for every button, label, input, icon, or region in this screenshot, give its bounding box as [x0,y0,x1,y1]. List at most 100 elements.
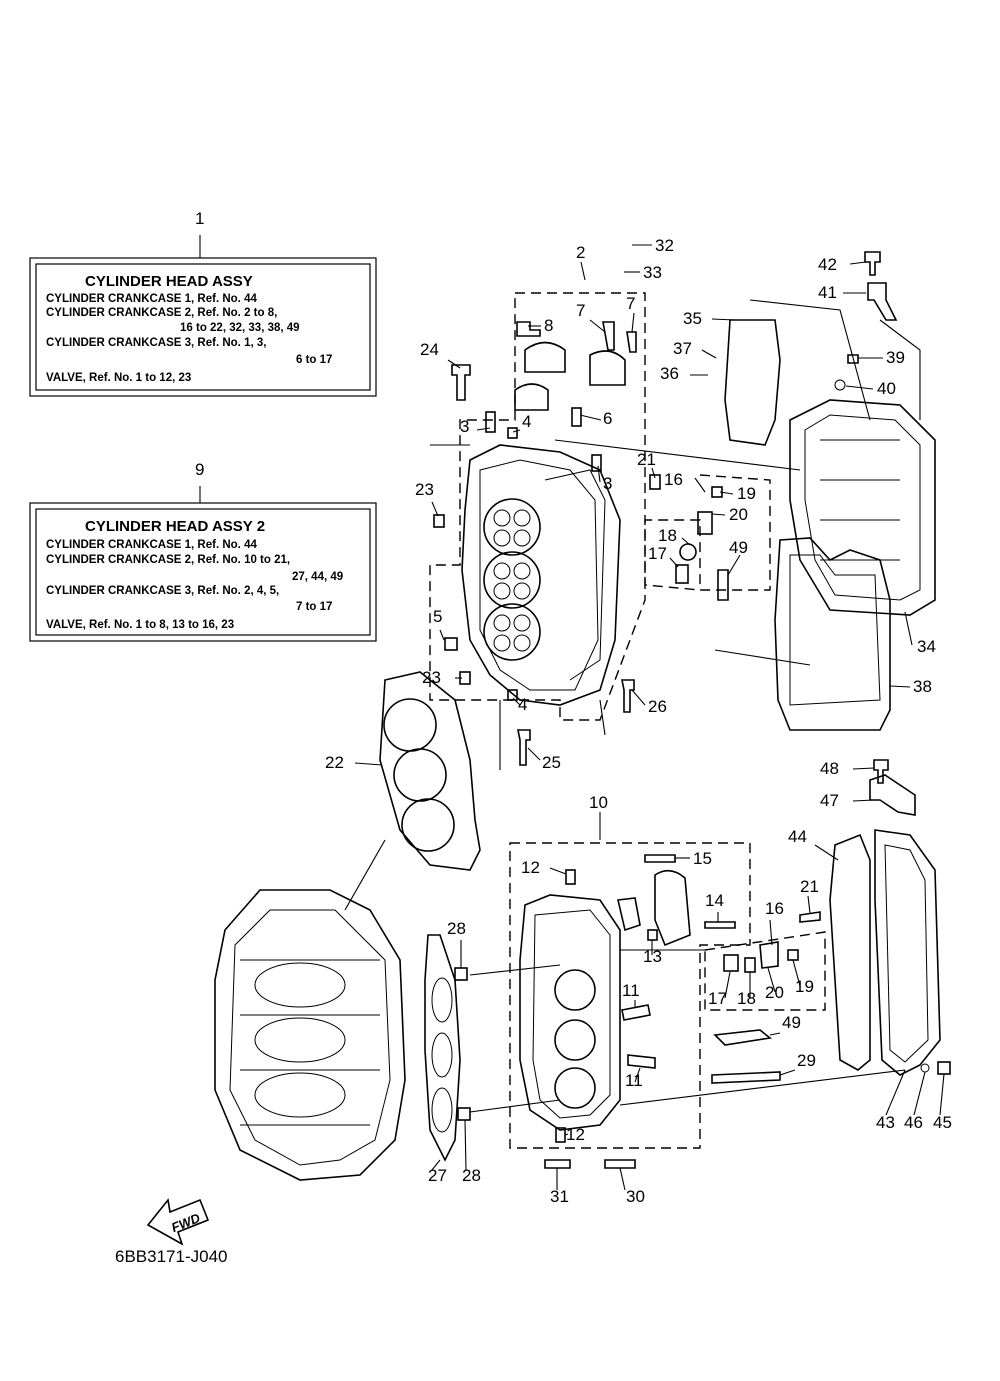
callout-leader [939,1073,945,1116]
callout-label: 28 [447,919,466,938]
callout-label: 4 [518,695,527,714]
callout-leader [631,689,646,706]
info-box-9: 9 CYLINDER HEAD ASSY 2 CYLINDER CRANKCAS… [29,460,377,642]
info-box-1-line: CYLINDER CRANKCASE 2, Ref. No. 2 to 8, [46,307,277,319]
callout-leader [769,1032,781,1036]
callout-leader [589,319,606,333]
callout-label: 3 [460,417,469,436]
callout-leader [651,467,656,479]
callout-leader [631,312,635,333]
callout-leader [849,261,867,265]
callout-leader [779,1069,796,1076]
callout-label: 20 [765,983,784,1002]
fwd-arrow: FWD [146,1198,210,1246]
lower-gasket [424,934,561,1162]
callout-label: 21 [637,450,656,469]
callout-label: 23 [422,668,441,687]
callout-label: 37 [673,339,692,358]
callout-label: 32 [655,236,674,255]
callout-label: 18 [737,989,756,1008]
callout-label: 12 [566,1125,585,1144]
info-box-1-ref: 1 [195,209,204,228]
callout-label: 16 [765,899,784,918]
callout-leader [431,501,439,517]
callout-leader [807,895,811,914]
lower-sensor-group [704,911,826,1011]
fwd-arrow-icon [146,1198,210,1246]
callout-label: 45 [933,1113,952,1132]
callout-label: 36 [660,364,679,383]
callout-label: 8 [544,316,553,335]
info-box-1-title: CYLINDER HEAD ASSY [85,273,253,290]
callout-label: 47 [820,791,839,810]
lower-cylinder-head-group [509,842,906,1169]
callout-label: 43 [876,1113,895,1132]
fwd-label: FWD [169,1210,203,1235]
callout-label: 19 [795,977,814,996]
callout-leader [634,1067,641,1083]
callout-leader [814,844,839,861]
callout-leader [904,611,913,646]
callout-leader [476,427,491,431]
callout-label: 15 [693,849,712,868]
info-box-9-line: CYLINDER CRANKCASE 2, Ref. No. 10 to 21, [46,554,290,566]
callout-leader [579,414,602,421]
callout-label: 33 [643,263,662,282]
head-gasket [344,671,481,911]
head-cover-lower [874,829,941,1076]
callout-label: 13 [643,947,662,966]
callout-leader [889,685,911,688]
callout-leader [580,261,586,281]
callout-label: 16 [664,470,683,489]
cylinder-block [214,889,406,1181]
callout-leader [512,697,521,706]
callout-leader [512,429,521,433]
callout-label: 6 [603,409,612,428]
callout-leader [431,1159,441,1171]
callout-leader [885,1069,906,1116]
callout-leader [711,318,736,321]
callout-label: 2 [576,243,585,262]
callout-leader [724,971,731,999]
callout-leader [769,919,773,946]
callout-leader [694,477,706,493]
callout-label: 49 [729,538,748,557]
callout-label: 14 [705,891,724,910]
callout-label: 44 [788,827,807,846]
callout-label: 22 [325,753,344,772]
callout-label: 30 [626,1187,645,1206]
callout-leader [792,959,801,987]
callout-leader [711,513,726,516]
info-box-1-line: CYLINDER CRANKCASE 1, Ref. No. 44 [46,293,257,305]
callout-label: 11 [625,1071,643,1090]
diagram-code: 6BB3171-J040 [115,1247,227,1266]
upper-cylinder-head-group [429,292,646,770]
head-cover [789,399,936,616]
bolt [451,364,471,401]
callout-label: 23 [415,480,434,499]
info-box-1-line: CYLINDER CRANKCASE 3, Ref. No. 1, 3, [46,337,266,349]
callout-leader [701,349,717,359]
callout-label: 7 [626,294,635,313]
cover-gasket [774,537,891,731]
info-box-9-line: VALVE, Ref. No. 1 to 8, 13 to 16, 23 [46,619,234,631]
callout-leader [549,867,567,875]
info-box-9-line: 27, 44, 49 [292,571,343,583]
callout-label: 12 [521,858,540,877]
info-box-9-line: CYLINDER CRANKCASE 1, Ref. No. 44 [46,539,257,551]
callout-label: 42 [818,255,837,274]
info-box-1-line: VALVE, Ref. No. 1 to 12, 23 [46,372,191,384]
callout-leader [439,629,445,641]
callout-label: 48 [820,759,839,778]
callout-label: 19 [737,484,756,503]
callout-label: 26 [648,697,667,716]
callout-label: 7 [576,301,585,320]
callout-label: 41 [818,283,837,302]
callout-label: 17 [708,989,727,1008]
callout-leader [597,465,601,483]
callout-label: 4 [522,412,531,431]
callout-leader [845,385,874,390]
